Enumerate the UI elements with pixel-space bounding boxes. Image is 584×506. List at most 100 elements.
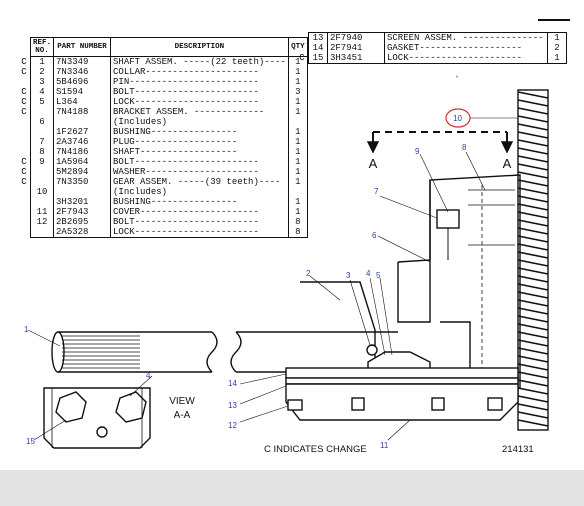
- gear-tooth: [517, 259, 549, 267]
- change-note: C INDICATES CHANGE: [264, 444, 367, 455]
- view-label-line1: VIEW: [169, 396, 195, 407]
- view-hole: [96, 426, 108, 438]
- description: BUSHING----------------: [110, 127, 289, 137]
- quantity: 1: [288, 177, 308, 187]
- part-number: 1F2627: [53, 127, 112, 137]
- part-number: [53, 187, 112, 197]
- quantity: 1: [288, 167, 308, 177]
- header-part-number: PART NUMBER: [53, 37, 112, 57]
- part-number: L364: [53, 97, 112, 107]
- description: (Includes): [110, 117, 289, 127]
- gear-tooth: [517, 131, 549, 139]
- callout-4-view: 4: [146, 371, 151, 380]
- description: PIN------------------------: [110, 77, 289, 87]
- gear-tooth: [517, 283, 549, 291]
- callout-6: 6: [372, 231, 377, 240]
- part-number: 7N4188: [53, 107, 112, 117]
- section-mark-right: A: [503, 156, 512, 171]
- quantity: 1: [547, 32, 567, 43]
- callout-9: 9: [415, 147, 420, 156]
- parts-row: 10(Includes): [18, 187, 308, 197]
- change-mark: C: [21, 97, 27, 107]
- footer-bar: [0, 470, 584, 506]
- description: SHAFT ASSEM. -----(22 teeth)----: [110, 56, 289, 67]
- description: GEAR ASSEM. -----(39 teeth)----: [110, 177, 289, 187]
- part-number: S1594: [53, 87, 112, 97]
- part-number: 2B2695: [53, 217, 112, 227]
- part-number: 2F7940: [327, 32, 385, 43]
- description: BOLT-----------------------: [110, 217, 289, 227]
- change-mark: C: [21, 87, 27, 97]
- part-number: [53, 117, 112, 127]
- description: BUSHING----------------: [110, 197, 289, 207]
- gear-tooth: [517, 195, 549, 203]
- ref-no: [29, 197, 55, 207]
- figure-number: 214131: [502, 444, 534, 455]
- gear-tooth: [517, 179, 549, 187]
- shaft-left: [58, 331, 212, 373]
- part-number: 2F7941: [327, 43, 385, 53]
- quantity: 1: [288, 107, 308, 117]
- collar: [300, 281, 376, 376]
- gear-tooth: [517, 139, 549, 147]
- gear-tooth: [517, 91, 549, 99]
- quantity: 1: [288, 197, 308, 207]
- gear-tooth: [517, 331, 549, 339]
- gear-tooth: [517, 211, 549, 219]
- bracket-upper-edge: [397, 180, 431, 263]
- part-number: 1A5964: [53, 157, 112, 167]
- quantity: 3: [288, 87, 308, 97]
- ref-no: 6: [29, 117, 55, 127]
- ref-no: 4: [29, 87, 55, 97]
- quantity: 1: [288, 77, 308, 87]
- quantity: 8: [288, 227, 308, 238]
- description: (Includes): [110, 187, 289, 197]
- gear-tooth: [517, 275, 549, 283]
- description: BOLT-----------------------: [110, 87, 289, 97]
- callout-8: 8: [462, 143, 467, 152]
- part-number: 5B4696: [53, 77, 112, 87]
- callout-3: 3: [346, 271, 351, 280]
- quantity: 1: [547, 53, 567, 64]
- gear-tooth: [517, 315, 549, 323]
- part-number: 2A5328: [53, 227, 112, 238]
- ref-no: [29, 107, 55, 117]
- header-ref-no: REF. NO.: [29, 37, 55, 57]
- leader-lines: [27, 117, 518, 441]
- callout-5: 5: [376, 271, 381, 280]
- change-mark: C: [299, 53, 305, 64]
- description: LOCK-----------------------: [110, 227, 289, 238]
- gear-tooth: [517, 411, 549, 419]
- shaft-break-right: [230, 331, 242, 373]
- quantity: 1: [288, 147, 308, 157]
- change-mark: C: [21, 56, 27, 67]
- gear-tooth: [517, 99, 549, 107]
- quantity: 1: [288, 157, 308, 167]
- gear-tooth: [517, 323, 549, 331]
- header-description: DESCRIPTION: [110, 37, 289, 57]
- gear-tooth: [517, 155, 549, 163]
- change-mark: C: [21, 107, 27, 117]
- description: COLLAR---------------------: [110, 67, 289, 77]
- gear-tooth: [517, 387, 549, 395]
- ref-no: 8: [29, 147, 55, 157]
- pin: [366, 344, 378, 356]
- quantity: [288, 117, 308, 127]
- screen-assembly: [285, 367, 519, 379]
- cover-bolt: [287, 399, 303, 411]
- bolt-head: [436, 209, 460, 229]
- gear-tooth: [517, 307, 549, 315]
- ref-no: [29, 127, 55, 137]
- gear-teeth: [517, 91, 549, 427]
